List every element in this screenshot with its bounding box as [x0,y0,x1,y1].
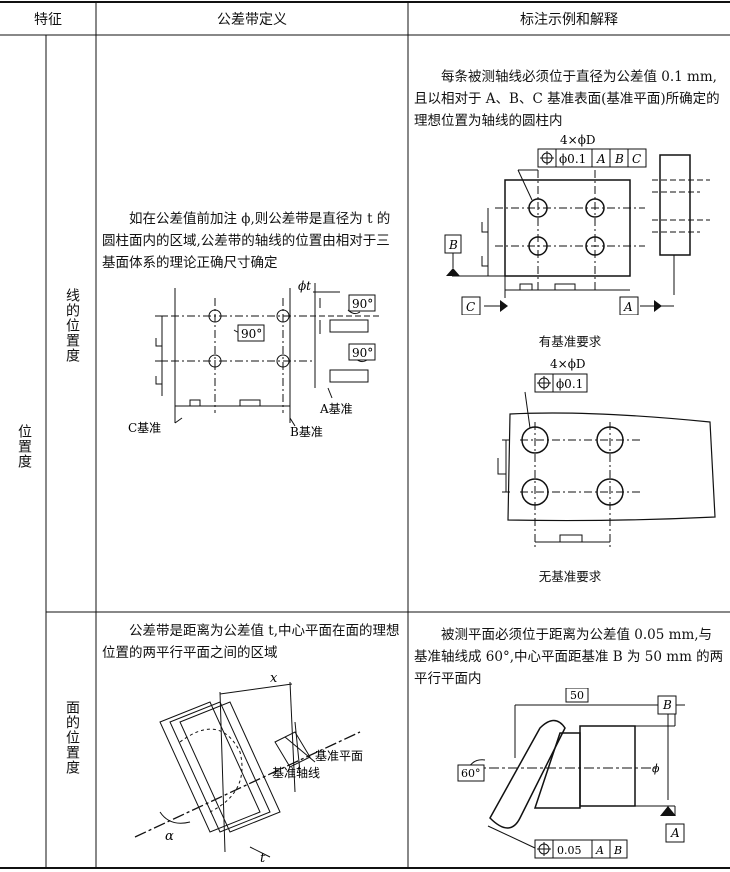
svg-text:ϕ0.1: ϕ0.1 [559,152,586,166]
c-datum-label: C基准 [128,421,161,435]
count-label-1: 4×ϕD [560,133,596,147]
datum-c-letter: C [466,300,475,314]
fcf-no-datum: ϕ0.1 [534,373,588,393]
plane-position-zone-figure: x α t 基准平面 基准轴线 [134,671,363,866]
plane-example-drawing: 50 60° ϕ [457,688,685,859]
angle-60-box: 60° [457,764,485,782]
category-text: 位置度 [16,424,32,469]
svg-text:B: B [614,152,624,166]
x-label: x [270,671,278,686]
row-plane-label: 面的位置度 [62,700,80,775]
caption-no-datum: 无基准要求 [538,569,602,584]
line-definition-text: 如在公差值前加注 ϕ,则公差带是直径为 t 的圆柱面内的区域,公差带的轴线的位置… [102,211,391,271]
datum-b-frame [675,704,685,706]
svg-text:90°: 90° [241,327,262,341]
svg-text:90°: 90° [352,346,373,360]
svg-text:90°: 90° [352,297,373,311]
svg-text:50: 50 [570,689,584,702]
count-label-2: 4×ϕD [550,357,586,371]
t-label: t [260,851,266,866]
line-example-text: 每条被测轴线必须位于直径为公差值 0.1 mm,且以相对于 A、B、C 基准表面… [414,69,720,129]
fcf-plane: 0.05 A B [534,839,628,859]
plane-definition-text: 公差带是距离为公差值 t,中心平面在面的理想位置的两平行平面之间的区域 [102,623,400,661]
datum-a-box: A [665,823,685,843]
datum-a-letter: A [623,300,633,314]
angle-box-3: 90° [348,343,376,361]
svg-text:C: C [632,152,641,166]
svg-text:ϕ0.1: ϕ0.1 [556,377,583,391]
header-definition: 公差带定义 [217,12,287,28]
row-line-label-text: 线的位置度 [64,288,80,363]
svg-text:60°: 60° [461,767,481,780]
alpha-label: α [165,829,174,844]
svg-text:A: A [670,826,680,840]
angle-box-1: 90° [237,324,265,342]
header-example: 标注示例和解释 [520,12,618,28]
svg-text:A: A [595,844,604,857]
ref-axis-label: 基准轴线 [272,765,320,780]
line-position-zone-figure: ϕt 90° 90° 90° A基准 B基准 C基准 [128,279,380,438]
phi-label: ϕ [652,762,660,775]
line-example-drawing-no-datum: ϕ0.1 4×ϕD [497,357,716,547]
svg-text:A: A [596,152,606,166]
datum-b-box-main: B [657,695,677,715]
b-datum-label: B基准 [290,425,323,438]
row-plane-label-text: 面的位置度 [64,700,80,775]
header-feature: 特征 [34,12,62,28]
caption-with-datum: 有基准要求 [538,334,602,349]
dim-50-box: 50 [565,688,589,703]
a-datum-label: A基准 [319,402,353,416]
svg-text:B: B [613,844,622,857]
phi-t-label: ϕt [298,279,311,293]
row-line-label: 线的位置度 [62,288,80,363]
datum-b-letter: B [448,238,458,252]
fcf-with-datum: ϕ0.1 A B C [537,148,647,168]
angle-box-2: 90° [348,294,376,312]
plane-example-text: 被测平面必须位于距离为公差值 0.05 mm,与基准轴线成 60°,中心平面距基… [414,627,724,687]
category-label: 位置度 [14,424,32,469]
svg-text:B: B [662,698,672,712]
ref-plane-label: 基准平面 [315,749,363,763]
svg-text:0.05: 0.05 [557,844,582,857]
line-example-drawing-with-datum: ϕ0.1 A B C 4×ϕD B C A [444,133,710,315]
